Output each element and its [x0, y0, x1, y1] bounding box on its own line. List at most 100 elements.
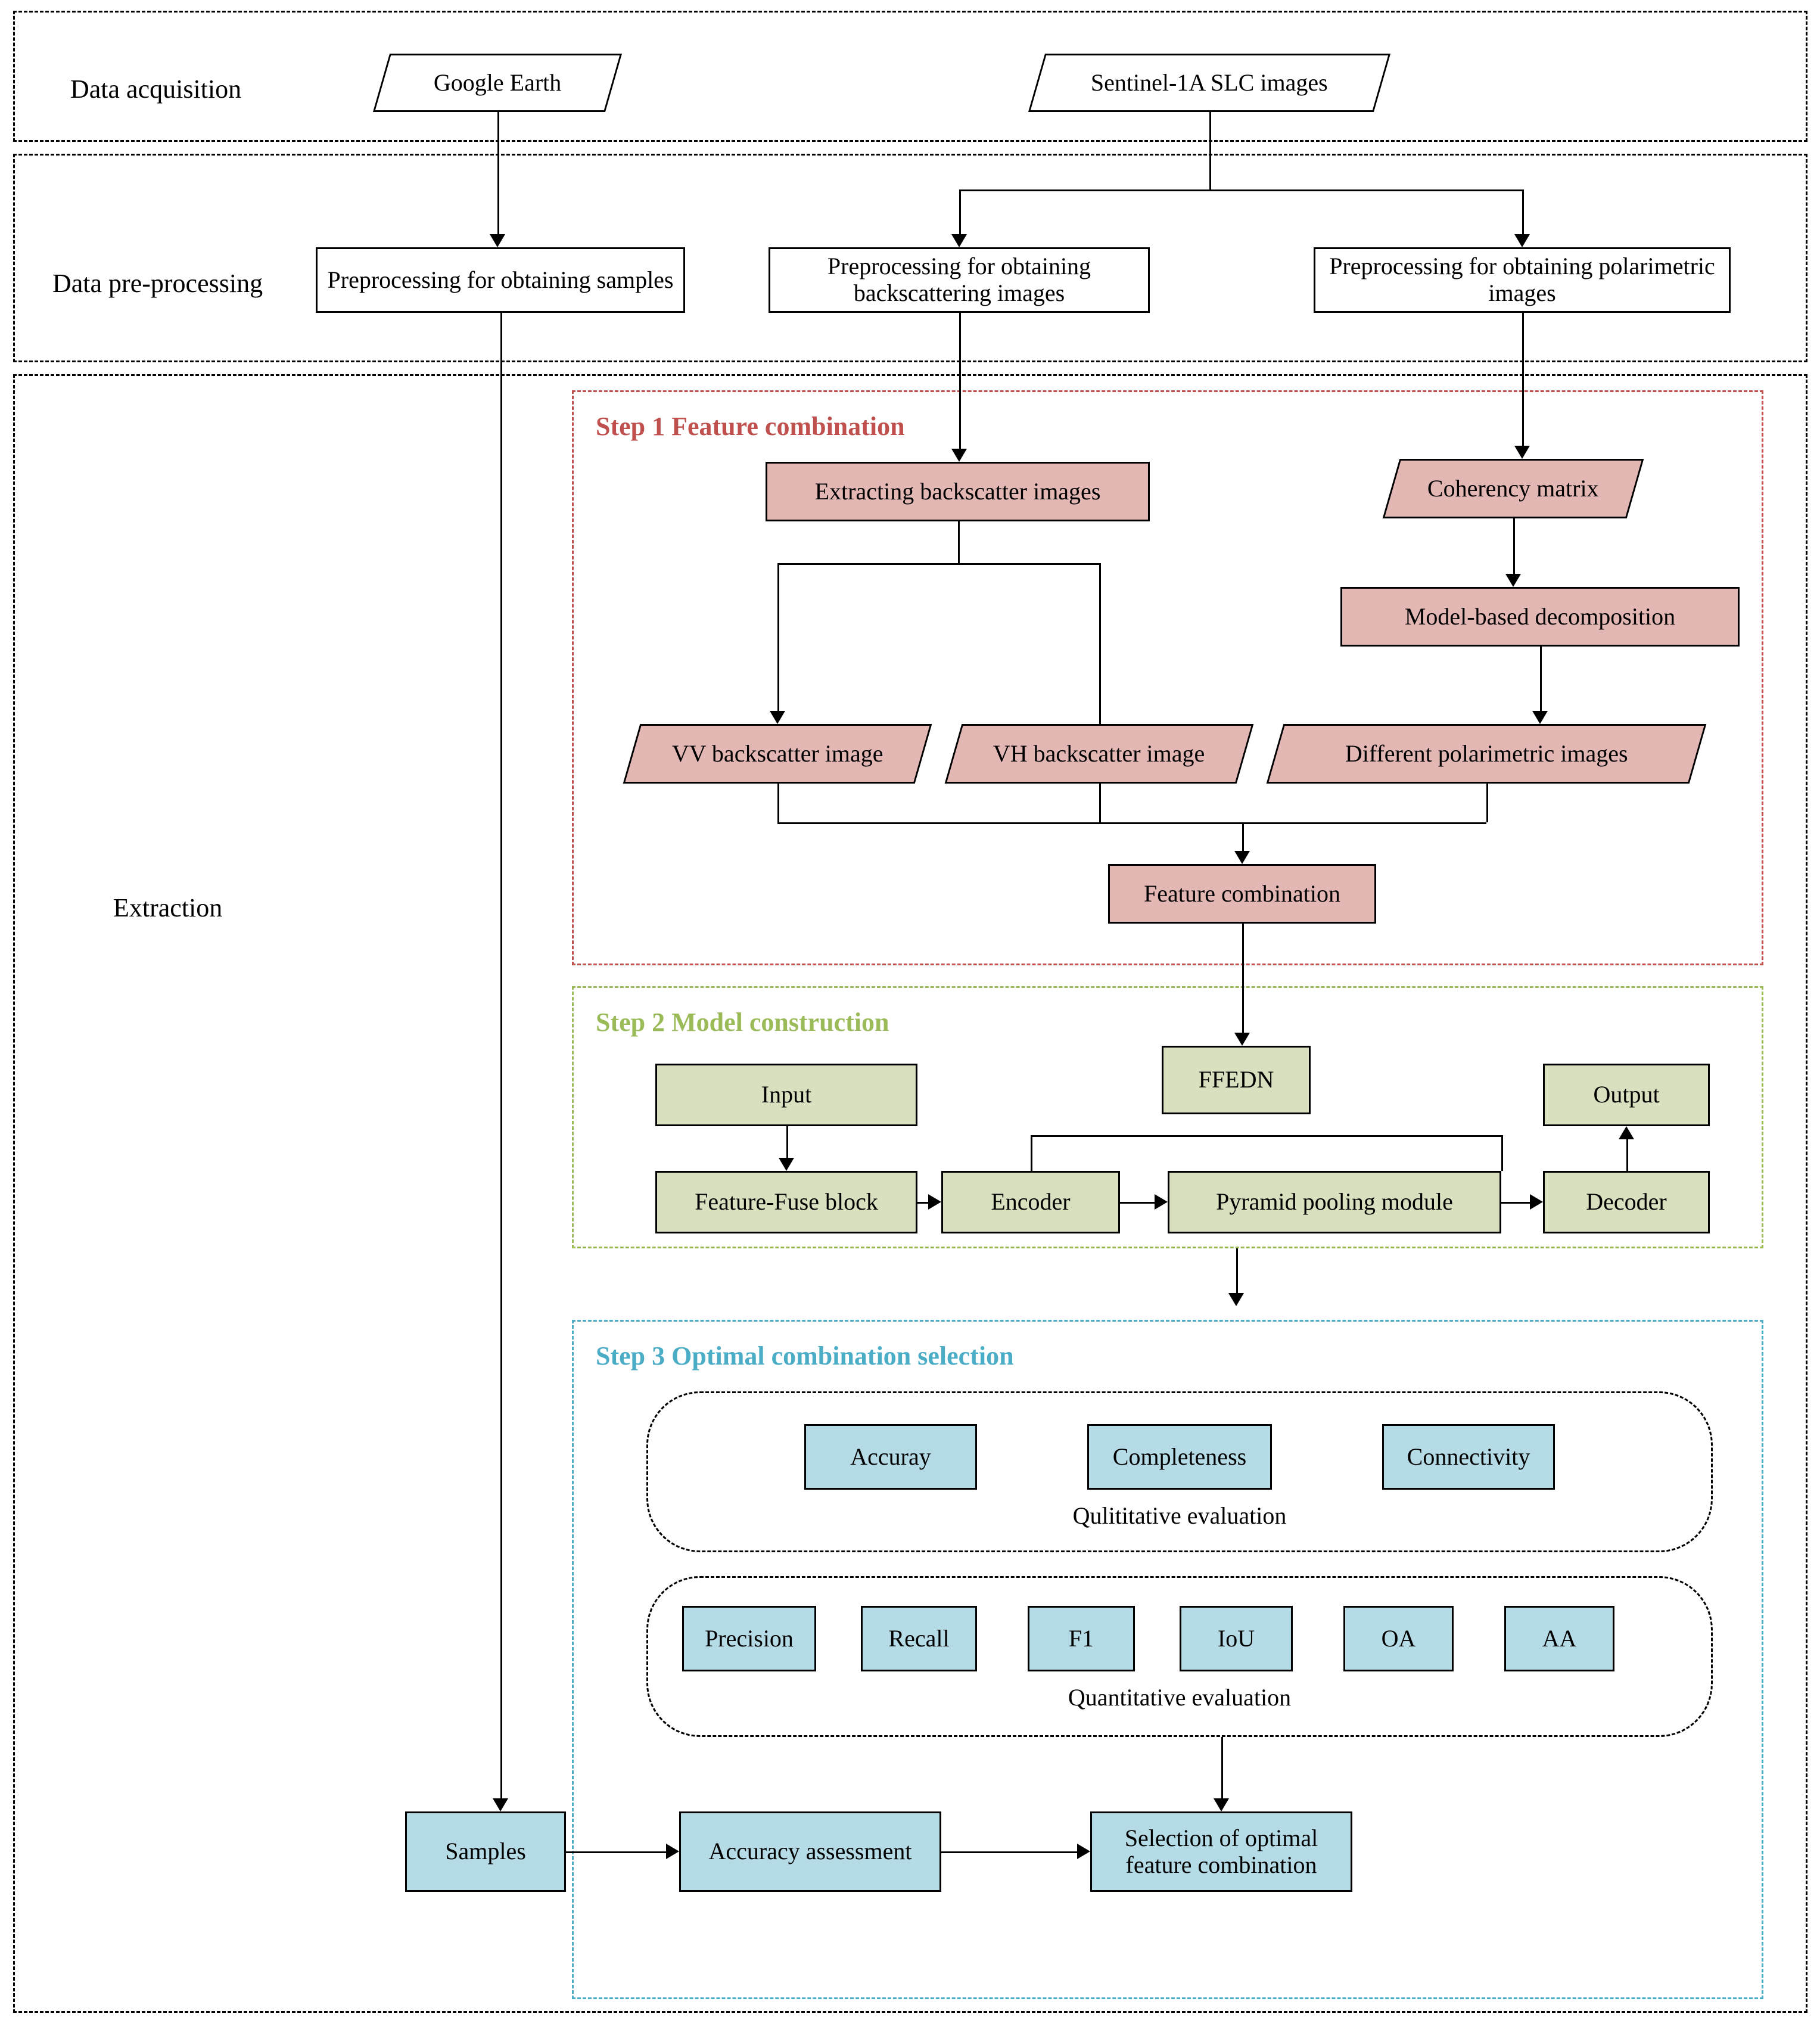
node-google-earth[interactable]: Google Earth	[372, 54, 623, 112]
node-input[interactable]: Input	[655, 1064, 917, 1126]
node-qualitative-1[interactable]: Completeness	[1087, 1424, 1272, 1490]
label-quantitative-evaluation: Quantitative evaluation	[1068, 1684, 1292, 1711]
edge-accuracy-to-selection	[941, 1851, 1077, 1853]
lane-extraction	[13, 374, 1807, 2013]
node-quantitative-2[interactable]: F1	[1028, 1606, 1135, 1671]
step2-frame	[572, 986, 1763, 1248]
edge-featurefuse-to-encoder	[917, 1202, 928, 1204]
label-qualitative-evaluation: Qulititative evaluation	[1072, 1502, 1287, 1529]
edge-merge-to-featurecombination	[1242, 822, 1244, 851]
arrowhead-merge-to-featurecombination	[1234, 851, 1250, 864]
arrowhead-polarimetric-to-coherency	[1514, 446, 1530, 459]
edge-featurecombination-to-ffedn	[1242, 924, 1244, 1033]
arrowhead-coherency-to-decomposition	[1505, 574, 1521, 587]
arrowhead-step2-to-step3	[1228, 1293, 1244, 1306]
node-ffedn[interactable]: FFEDN	[1162, 1046, 1311, 1114]
node-vv-backscatter[interactable]: VV backscatter image	[623, 724, 932, 784]
edge-coherency-to-decomposition	[1513, 518, 1515, 574]
arrowhead-sentinel-to-backscattering	[951, 234, 967, 247]
node-encoder[interactable]: Encoder	[941, 1171, 1120, 1233]
node-quantitative-1[interactable]: Recall	[861, 1606, 977, 1671]
edge-extracting-to-vv	[777, 563, 779, 711]
edge-samples-rail	[500, 313, 502, 1798]
edge-sentinel-to-polarimetric	[1522, 189, 1524, 234]
node-preprocessing-polarimetric[interactable]: Preprocessing for obtaining polarimetric…	[1314, 247, 1731, 313]
step2-title: Step 2 Model construction	[596, 1008, 889, 1037]
edge-merge-bar	[777, 822, 1486, 824]
node-qualitative-2[interactable]: Connectivity	[1382, 1424, 1555, 1490]
node-coherency-matrix-label: Coherency matrix	[1427, 474, 1599, 502]
edge-googleearth-to-samples	[497, 112, 499, 234]
node-quantitative-4[interactable]: OA	[1343, 1606, 1454, 1671]
edge-encoder-to-pyramid	[1120, 1202, 1155, 1204]
edge-pyramid-to-decoder	[1501, 1202, 1530, 1204]
edge-decoder-to-output	[1626, 1139, 1628, 1171]
edge-sentinel-split	[959, 189, 1522, 191]
arrowhead-pyramid-to-decoder	[1530, 1194, 1543, 1210]
edge-sentinel-stem	[1209, 112, 1211, 189]
edge-decomposition-to-polarimetricimages	[1540, 647, 1542, 711]
edge-quantitative-to-selection	[1221, 1737, 1223, 1798]
arrowhead-input-to-featurefuse	[779, 1158, 794, 1171]
node-preprocessing-samples[interactable]: Preprocessing for obtaining samples	[316, 247, 685, 313]
step1-frame	[572, 390, 1763, 965]
node-sentinel-1a[interactable]: Sentinel-1A SLC images	[1028, 54, 1391, 112]
lane-data-preprocessing	[13, 154, 1807, 362]
edge-vh-down	[1099, 784, 1101, 822]
node-different-polarimetric-label: Different polarimetric images	[1345, 739, 1628, 767]
node-decoder[interactable]: Decoder	[1543, 1171, 1710, 1233]
arrowhead-quantitative-to-selection	[1214, 1798, 1229, 1811]
edge-dpi-down	[1486, 784, 1488, 822]
edge-step2-to-step3	[1236, 1248, 1238, 1293]
edge-extracting-stem	[957, 521, 960, 563]
node-feature-fuse-block[interactable]: Feature-Fuse block	[655, 1171, 917, 1233]
node-vh-backscatter[interactable]: VH backscatter image	[944, 724, 1254, 784]
node-different-polarimetric[interactable]: Different polarimetric images	[1266, 724, 1707, 784]
node-quantitative-5[interactable]: AA	[1504, 1606, 1614, 1671]
arrowhead-encoder-to-pyramid	[1155, 1194, 1168, 1210]
capsule-quantitative	[646, 1576, 1713, 1737]
lane-label-data-preprocessing: Data pre-processing	[52, 269, 263, 298]
node-model-based-decomposition[interactable]: Model-based decomposition	[1340, 587, 1740, 647]
step3-title: Step 3 Optimal combination selection	[596, 1341, 1014, 1371]
node-quantitative-3[interactable]: IoU	[1180, 1606, 1293, 1671]
arrowhead-samples-rail	[493, 1798, 508, 1811]
step3-frame	[572, 1320, 1763, 1999]
node-vh-backscatter-label: VH backscatter image	[993, 739, 1205, 767]
capsule-qualitative	[646, 1391, 1713, 1552]
arrowhead-featurefuse-to-encoder	[928, 1194, 941, 1210]
arrowhead-decomposition-to-polarimetricimages	[1532, 711, 1548, 724]
step1-title: Step 1 Feature combination	[596, 412, 905, 441]
edge-samples-to-accuracy	[566, 1851, 666, 1853]
edge-skip-up	[1031, 1135, 1032, 1171]
edge-sentinel-to-backscattering	[959, 189, 961, 234]
node-qualitative-0[interactable]: Accuray	[804, 1424, 977, 1490]
node-accuracy-assessment[interactable]: Accuracy assessment	[679, 1811, 941, 1892]
node-preprocessing-backscattering[interactable]: Preprocessing for obtaining backscatteri…	[769, 247, 1150, 313]
arrowhead-sentinel-to-polarimetric	[1514, 234, 1530, 247]
lane-label-extraction: Extraction	[113, 893, 223, 922]
edge-polarimetric-to-coherency	[1522, 313, 1524, 446]
lane-label-data-acquisition: Data acquisition	[70, 74, 242, 104]
node-selection-optimal[interactable]: Selection of optimal feature combination	[1090, 1811, 1352, 1892]
node-coherency-matrix[interactable]: Coherency matrix	[1382, 459, 1644, 518]
node-feature-combination[interactable]: Feature combination	[1108, 864, 1376, 924]
edge-input-to-featurefuse	[786, 1126, 788, 1158]
arrowhead-samples-to-accuracy	[666, 1844, 679, 1859]
arrowhead-extracting-to-vv	[770, 711, 785, 724]
node-quantitative-0[interactable]: Precision	[682, 1606, 816, 1671]
node-extracting-backscatter[interactable]: Extracting backscatter images	[766, 462, 1150, 521]
node-output[interactable]: Output	[1543, 1064, 1710, 1126]
edge-backscattering-to-extracting	[959, 313, 961, 449]
edge-vv-down	[777, 784, 779, 822]
node-samples[interactable]: Samples	[405, 1811, 566, 1892]
arrowhead-accuracy-to-selection	[1077, 1844, 1090, 1859]
lane-data-acquisition	[13, 11, 1807, 142]
arrowhead-decoder-to-output	[1619, 1126, 1634, 1139]
arrowhead-backscattering-to-extracting	[951, 449, 967, 462]
edge-skip-across	[1031, 1135, 1501, 1137]
node-pyramid-pooling[interactable]: Pyramid pooling module	[1168, 1171, 1501, 1233]
node-vv-backscatter-label: VV backscatter image	[671, 739, 883, 767]
node-google-earth-label: Google Earth	[433, 69, 562, 96]
